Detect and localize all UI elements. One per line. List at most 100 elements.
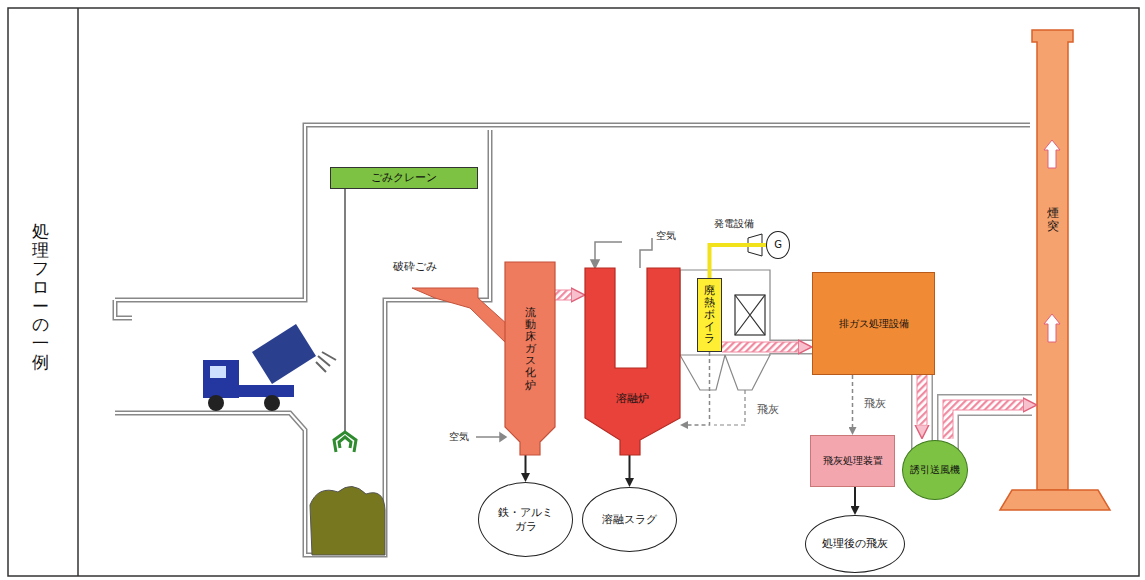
economizer bbox=[735, 295, 765, 335]
chimney-body bbox=[1032, 30, 1073, 490]
connector-line bbox=[918, 375, 927, 425]
node-outline bbox=[585, 268, 680, 455]
connector-outline bbox=[555, 290, 571, 301]
node-text: 流動床ガス化炉 bbox=[525, 307, 536, 392]
output-ellipse: 鉄・アルミ ガラ bbox=[478, 482, 573, 557]
furnace-shape bbox=[585, 268, 680, 455]
node-text: G bbox=[774, 239, 782, 251]
title-cell: 処理フローの一例 bbox=[32, 222, 49, 372]
truck-wheel bbox=[208, 395, 224, 411]
ash-drop-line bbox=[714, 390, 745, 425]
flow-arrow bbox=[1044, 314, 1060, 342]
duct-wall bbox=[922, 375, 1032, 450]
gas-connector bbox=[722, 347, 798, 348]
air-arrowhead bbox=[591, 260, 599, 268]
fly-ash-unit-box: 飛灰処理装置 bbox=[810, 435, 895, 487]
column-divider bbox=[77, 8, 79, 576]
air-arrowhead bbox=[500, 433, 506, 441]
truck-wheel bbox=[264, 395, 280, 411]
truck-chassis bbox=[239, 385, 294, 397]
gas-connector bbox=[922, 375, 923, 425]
chimney bbox=[1000, 30, 1110, 510]
edge-label: 飛灰 bbox=[862, 396, 888, 411]
dash-connector bbox=[688, 352, 710, 425]
building-outline bbox=[115, 125, 1030, 555]
furnace-shape bbox=[505, 262, 555, 455]
black-connector bbox=[629, 455, 630, 478]
node-text: ごみクレーン bbox=[371, 171, 437, 184]
connector-outline bbox=[722, 342, 798, 353]
melting-furnace: 溶融炉 bbox=[585, 268, 680, 455]
title: 処理フローの一例 bbox=[32, 222, 49, 372]
output-ellipse: 処理後の飛灰 bbox=[805, 515, 905, 573]
node-text: 排ガス処理設備 bbox=[839, 318, 909, 330]
label-text: 発電設備 bbox=[714, 218, 754, 229]
air-label: 空気 bbox=[656, 229, 676, 243]
truck-window bbox=[210, 366, 226, 378]
connector-outline bbox=[917, 375, 928, 425]
black-connector bbox=[855, 487, 856, 506]
label-text: 空気 bbox=[656, 230, 676, 241]
chimney-base bbox=[1000, 490, 1110, 510]
connector-line bbox=[948, 405, 1023, 439]
node-text: 溶融炉 bbox=[616, 392, 649, 405]
connector-line bbox=[722, 343, 798, 352]
connector-line bbox=[852, 375, 854, 427]
gasifier-furnace: 流動床ガス化炉 bbox=[505, 262, 555, 455]
connector-line bbox=[710, 245, 767, 278]
generator-circle: G bbox=[766, 231, 790, 259]
air-inlet bbox=[595, 242, 622, 262]
connector-outline bbox=[948, 405, 1023, 439]
ash-hoppers bbox=[680, 355, 770, 390]
boiler-box: 廃熱ボイラ bbox=[697, 278, 722, 352]
yellow-connector bbox=[710, 245, 767, 278]
truck bbox=[203, 324, 336, 411]
building-wall bbox=[115, 125, 1030, 555]
connector-line bbox=[688, 352, 710, 425]
connector-line bbox=[629, 455, 631, 478]
air-label: 空気 bbox=[449, 430, 469, 444]
label-text: 破砕ごみ bbox=[393, 260, 437, 273]
truck-cab bbox=[203, 360, 239, 398]
label-text: 空気 bbox=[449, 431, 469, 442]
waste-pile bbox=[310, 486, 385, 555]
chimney-label: 煙突 bbox=[1037, 42, 1068, 490]
gas-connector bbox=[948, 405, 1023, 439]
node-text: 廃熱ボイラ bbox=[704, 285, 715, 345]
material-label: 破砕ごみ bbox=[393, 259, 437, 274]
flow-arrow bbox=[1044, 140, 1060, 168]
crane-cable bbox=[344, 188, 346, 432]
node-text: 誘引送風機 bbox=[910, 464, 960, 476]
dash-connector bbox=[852, 375, 853, 427]
economizer-cross bbox=[735, 295, 765, 335]
fan-circle: 誘引送風機 bbox=[902, 440, 968, 500]
truck-container bbox=[252, 324, 316, 384]
gas-treatment-box: 排ガス処理設備 bbox=[812, 272, 935, 375]
node-text: 溶融スラグ bbox=[602, 513, 657, 526]
air-inlet bbox=[476, 436, 500, 438]
outer-frame bbox=[8, 8, 1139, 576]
duct-inner bbox=[922, 374, 1033, 450]
output-ellipse: 溶融スラグ bbox=[582, 487, 677, 552]
falling-waste bbox=[316, 352, 336, 372]
crane-box: ごみクレーン bbox=[330, 167, 478, 188]
edge-label: 飛灰 bbox=[755, 402, 781, 417]
gas-connector bbox=[555, 295, 571, 296]
connector-line bbox=[555, 291, 571, 300]
connector-line bbox=[525, 455, 527, 473]
crane-grab bbox=[334, 432, 356, 452]
waste-hopper bbox=[412, 288, 508, 345]
building-wall-inner bbox=[115, 125, 1030, 555]
equipment-label: 発電設備 bbox=[714, 217, 754, 231]
black-connector bbox=[525, 455, 526, 473]
node-text: 処理後の飛灰 bbox=[822, 537, 888, 550]
node-text: 煙突 bbox=[1047, 207, 1059, 233]
node-text: 飛灰処理装置 bbox=[823, 455, 883, 467]
node-text: 鉄・アルミ ガラ bbox=[494, 506, 558, 532]
air-inlet bbox=[640, 238, 652, 268]
connector-line bbox=[854, 487, 856, 506]
